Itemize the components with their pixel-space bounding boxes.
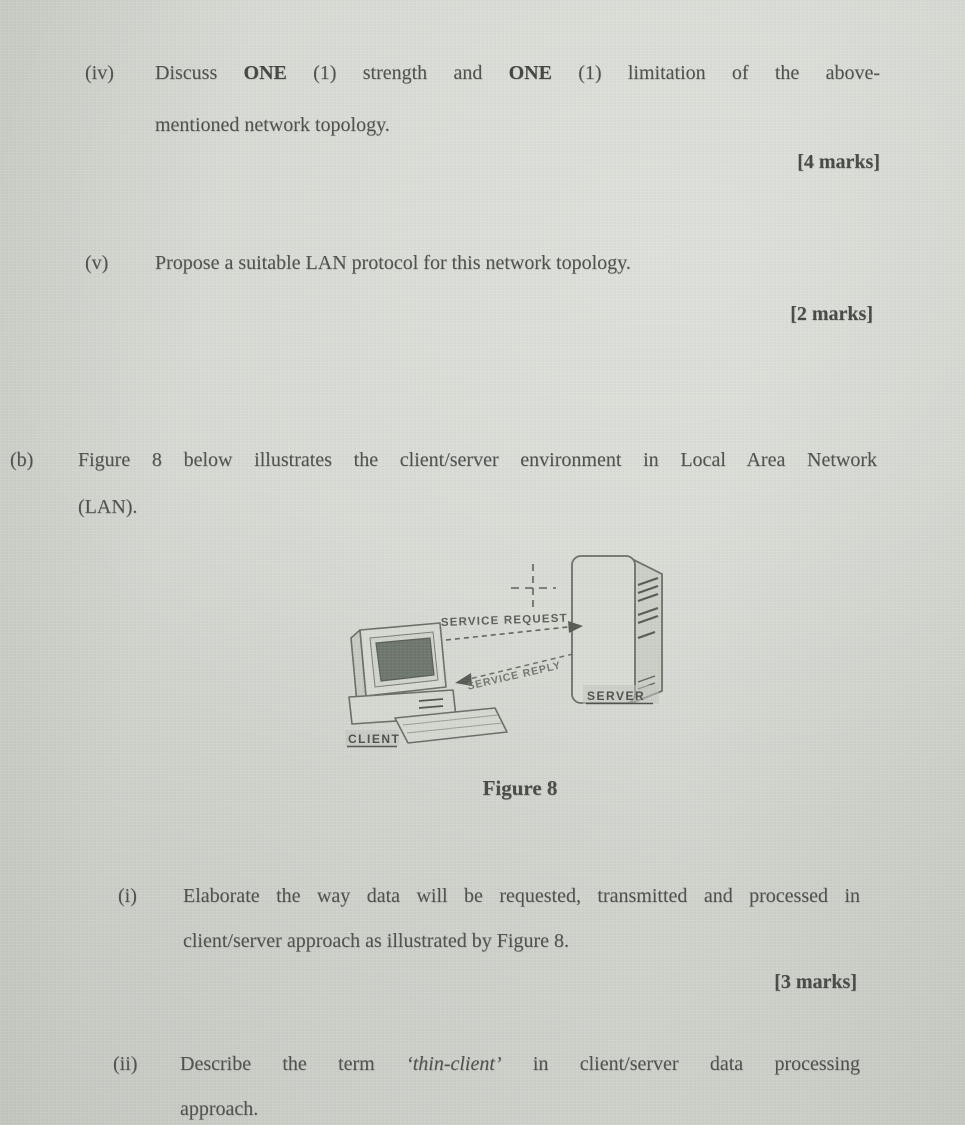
question-v-number: (v) — [85, 252, 109, 274]
drive-slots — [418, 698, 444, 709]
figure-8-caption: Figure 8 — [482, 776, 558, 800]
question-iv-seg4-bold: ONE — [508, 62, 552, 84]
keyboard-key-rows — [402, 714, 503, 734]
client-label: CLIENT — [348, 732, 400, 746]
part-b-number: (b) — [10, 449, 34, 471]
part-b-line1: Figure 8 below illustrates the client/se… — [78, 449, 877, 471]
question-iv-line2: mentioned network topology. — [155, 114, 390, 136]
question-ii-seg3: in client/server data processing — [501, 1053, 860, 1075]
server-vent-lines — [637, 576, 659, 640]
question-iv-marks: [4 marks] — [797, 151, 880, 173]
question-ii-seg2-italic: ‘thin-client’ — [406, 1053, 502, 1075]
question-ii-line1: Describe the term ‘thin-client’ in clien… — [180, 1049, 860, 1079]
server-label-highlight — [583, 685, 659, 704]
question-iv-number: (iv) — [85, 62, 114, 84]
question-iv-seg2-bold: ONE — [243, 62, 287, 84]
part-b-line2: (LAN). — [78, 496, 138, 518]
service-request-arrow: SERVICE REQUEST — [441, 613, 583, 641]
dashed-cross-mark — [511, 564, 556, 611]
reply-arrowhead — [455, 673, 472, 686]
question-v-marks: [2 marks] — [790, 303, 873, 325]
question-i-marks: [3 marks] — [774, 971, 857, 993]
question-iv-seg1: Discuss — [155, 62, 244, 84]
server-tower-drawing: SERVER — [571, 555, 663, 705]
client-server-diagram: SERVER — [345, 555, 663, 748]
request-arrowhead — [568, 621, 583, 633]
service-request-label: SERVICE REQUEST — [441, 613, 568, 629]
question-ii-number: (ii) — [113, 1053, 138, 1075]
service-reply-arrow: SERVICE REPLY — [455, 653, 574, 693]
client-computer-drawing: CLIENT — [345, 622, 508, 748]
figure-8-diagram: SERVER — [335, 545, 715, 770]
client-label-highlight — [345, 730, 399, 746]
question-ii-line2: approach. — [180, 1098, 259, 1120]
question-v-line1: Propose a suitable LAN protocol for this… — [155, 252, 631, 274]
question-i-number: (i) — [118, 885, 137, 907]
monitor-screen — [375, 637, 435, 682]
question-iv-line1: Discuss ONE (1) strength and ONE (1) lim… — [155, 58, 880, 88]
question-iv-seg5: (1) limitation of the above- — [551, 62, 880, 84]
question-iv-seg3: (1) strength and — [286, 62, 509, 84]
question-i-line1: Elaborate the way data will be requested… — [183, 885, 860, 907]
server-label: SERVER — [587, 689, 645, 703]
question-ii-seg1: Describe the term — [180, 1053, 407, 1075]
question-i-line2: client/server approach as illustrated by… — [183, 930, 569, 952]
